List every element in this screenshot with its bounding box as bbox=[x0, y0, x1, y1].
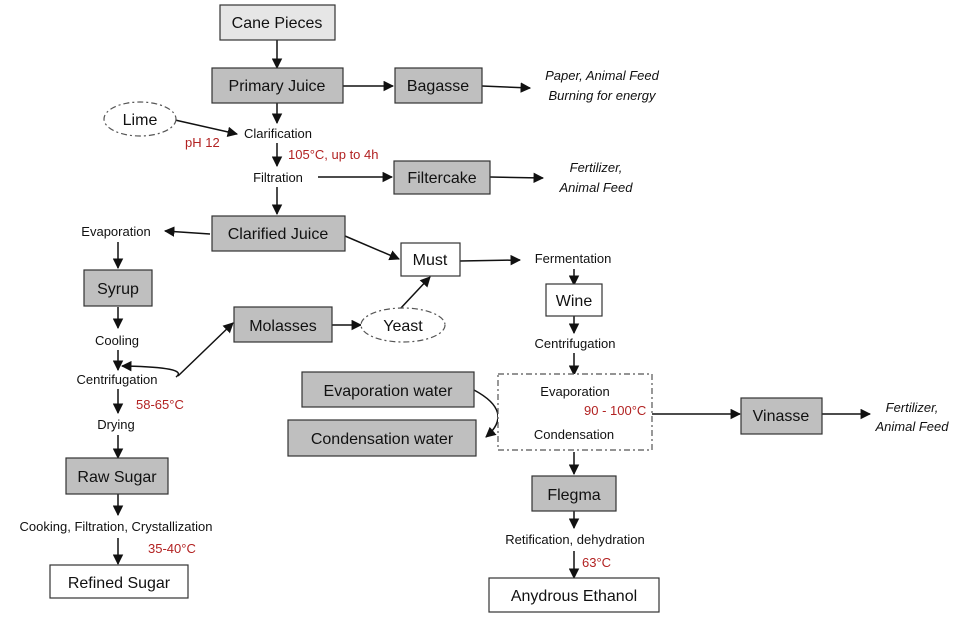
bagasse-use-1: Paper, Animal Feed bbox=[545, 68, 659, 83]
arrow-must-to-fermentation bbox=[459, 254, 522, 266]
centrifugation-left-label: Centrifugation bbox=[77, 372, 158, 387]
arrow-clarified-to-must bbox=[344, 235, 400, 261]
fermentation-label: Fermentation bbox=[535, 251, 612, 266]
molasses-label: Molasses bbox=[249, 318, 317, 335]
condensation-water-label: Condensation water bbox=[311, 431, 454, 448]
cane-pieces-box bbox=[219, 4, 336, 41]
flegma-label: Flegma bbox=[547, 487, 600, 504]
ph-condition: pH 12 bbox=[185, 135, 220, 150]
wine-label: Wine bbox=[556, 293, 593, 310]
filtration-label: Filtration bbox=[253, 170, 303, 185]
arrow-evaporation-water-to-condensation-water bbox=[473, 389, 499, 438]
process-conditions: pH 12 105°C, up to 4h 58-65°C 35-40°C 90… bbox=[136, 135, 646, 570]
crystallization-temp: 35-40°C bbox=[148, 541, 196, 556]
wine-box bbox=[545, 283, 603, 317]
evaporation-temp: 90 - 100°C bbox=[584, 403, 646, 418]
syrup-label: Syrup bbox=[97, 281, 139, 298]
yeast-ellipse bbox=[360, 307, 446, 343]
cooking-label: Cooking, Filtration, Crystallization bbox=[20, 519, 213, 534]
retification-label: Retification, dehydration bbox=[505, 532, 644, 547]
yeast-label: Yeast bbox=[383, 318, 423, 335]
process-boxes bbox=[49, 4, 823, 613]
evaporation-condensation-frame bbox=[497, 373, 653, 451]
arrow-clarified-to-evaporation bbox=[163, 226, 211, 237]
vinasse-use-2: Animal Feed bbox=[875, 419, 950, 434]
node-labels: Cane Pieces Primary Juice Bagasse Lime C… bbox=[20, 15, 810, 605]
evaporation-water-box bbox=[301, 371, 475, 408]
filtercake-label: Filtercake bbox=[407, 170, 476, 187]
arrow-lime-to-clarification bbox=[174, 119, 239, 138]
primary-juice-box bbox=[211, 67, 344, 104]
lime-label: Lime bbox=[123, 112, 158, 129]
raw-sugar-label: Raw Sugar bbox=[77, 469, 157, 486]
drying-temp: 58-65°C bbox=[136, 397, 184, 412]
clarified-juice-label: Clarified Juice bbox=[228, 226, 329, 243]
bagasse-label: Bagasse bbox=[407, 78, 469, 95]
condensation-water-box bbox=[287, 419, 477, 457]
evaporation-left-label: Evaporation bbox=[81, 224, 150, 239]
arrow-filtercake-to-uses bbox=[489, 172, 545, 184]
anydrous-ethanol-box bbox=[488, 577, 660, 613]
evaporation-right-label: Evaporation bbox=[540, 384, 609, 399]
condensation-label: Condensation bbox=[534, 427, 614, 442]
clarification-label: Clarification bbox=[244, 126, 312, 141]
molasses-box bbox=[233, 306, 333, 343]
vinasse-use-1: Fertilizer, bbox=[886, 400, 939, 415]
syrup-box bbox=[83, 269, 153, 307]
evaporation-water-label: Evaporation water bbox=[324, 383, 454, 400]
lime-ellipse bbox=[103, 101, 177, 137]
clarified-juice-box bbox=[211, 215, 346, 252]
dehydration-temp: 63°C bbox=[582, 555, 611, 570]
drying-label: Drying bbox=[97, 417, 135, 432]
flow-arrows bbox=[112, 40, 872, 580]
clarification-temp: 105°C, up to 4h bbox=[288, 147, 379, 162]
bagasse-box bbox=[394, 67, 483, 104]
cooling-label: Cooling bbox=[95, 333, 139, 348]
output-uses: Paper, Animal Feed Burning for energy Fe… bbox=[545, 68, 949, 434]
cane-pieces-label: Cane Pieces bbox=[232, 15, 323, 32]
refined-sugar-label: Refined Sugar bbox=[68, 575, 171, 592]
arrow-bagasse-to-uses bbox=[481, 82, 532, 93]
primary-juice-label: Primary Juice bbox=[229, 78, 326, 95]
centrifugation-right-label: Centrifugation bbox=[535, 336, 616, 351]
must-box bbox=[400, 242, 461, 277]
arrow-centrifugation-to-molasses bbox=[177, 322, 234, 377]
anydrous-ethanol-label: Anydrous Ethanol bbox=[511, 588, 637, 605]
arrow-yeast-to-must bbox=[399, 276, 431, 310]
vinasse-label: Vinasse bbox=[753, 408, 810, 425]
filtercake-box bbox=[393, 160, 491, 195]
must-label: Must bbox=[413, 252, 448, 269]
flegma-box bbox=[531, 475, 617, 512]
filtercake-use-2: Animal Feed bbox=[559, 180, 634, 195]
refined-sugar-box bbox=[49, 564, 189, 599]
bagasse-use-2: Burning for energy bbox=[549, 88, 657, 103]
raw-sugar-box bbox=[65, 457, 169, 495]
vinasse-box bbox=[740, 397, 823, 435]
filtercake-use-1: Fertilizer, bbox=[570, 160, 623, 175]
